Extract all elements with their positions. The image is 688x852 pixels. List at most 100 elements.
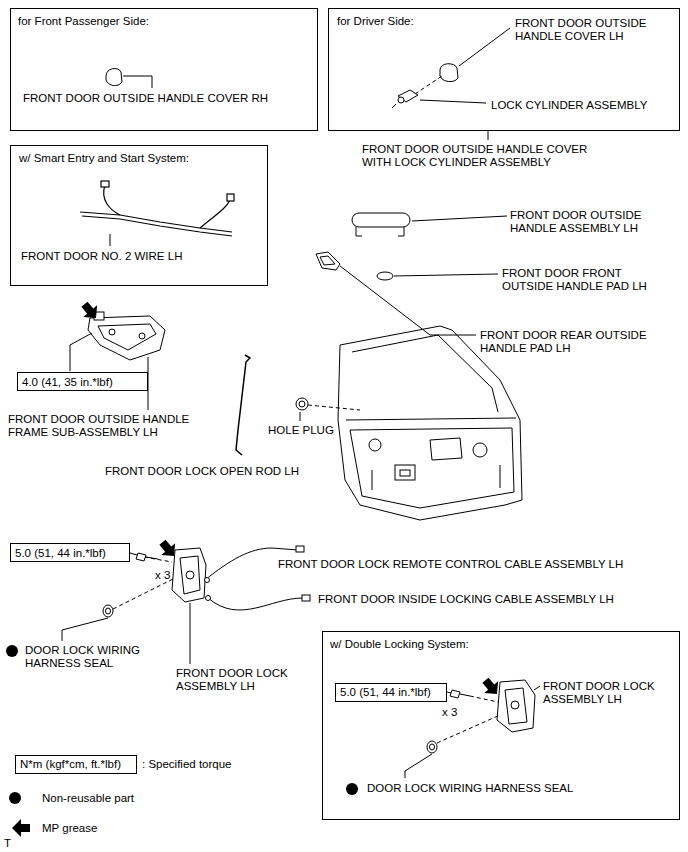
- lock-open-rod: [236, 355, 250, 455]
- handle-cover: [106, 64, 458, 86]
- torque-value: 5.0 (51, 44 in.*lbf): [15, 547, 106, 560]
- harness-seal: [103, 605, 113, 617]
- part-name: LOCK CYLINDER ASSEMBLY: [491, 99, 647, 112]
- hole-plug: [299, 401, 305, 407]
- leader-line: [394, 274, 498, 276]
- panel-heading: w/ Smart Entry and Start System:: [19, 152, 189, 165]
- control-cable: [296, 546, 304, 552]
- door-panel: [369, 439, 381, 451]
- handle-pad: [316, 252, 340, 270]
- part-name: FRONT DOOR NO. 2 WIRE LH: [21, 250, 182, 263]
- lock-cylinder: [392, 90, 418, 108]
- grease-arrow: [479, 674, 504, 699]
- torque-box: 4.0 (41, 35 in.*lbf): [17, 372, 148, 391]
- part-name: DOOR LOCK WIRING HARNESS SEAL: [25, 644, 175, 670]
- door-lock: [180, 556, 200, 594]
- legend-text: Non-reusable part: [42, 792, 134, 805]
- non-reusable-mark: [6, 645, 358, 804]
- outside-handle: [352, 213, 410, 227]
- non-reusable-mark: [9, 792, 21, 804]
- torque-value: 5.0 (51, 44 in.*lbf): [340, 686, 431, 699]
- non-reusable-mark: [346, 783, 358, 795]
- leader-line: [130, 553, 137, 555]
- door-panel: [350, 428, 514, 508]
- grease-arrow: [156, 536, 181, 561]
- leader-line: [447, 692, 451, 693]
- variant-panel: w/ Double Locking System: FRONT DOOR LOCK…: [322, 631, 680, 820]
- handle-frame: [139, 333, 145, 339]
- door-lock: [505, 688, 527, 724]
- door-lock: [186, 571, 194, 579]
- part-name: HOLE PLUG: [268, 424, 334, 437]
- part-name: FRONT DOOR OUTSIDE HANDLE COVER RH: [23, 92, 268, 105]
- lock-open-rod: [236, 355, 250, 455]
- torque-box: 5.0 (51, 44 in.*lbf): [10, 543, 130, 562]
- lock-cylinder: [398, 90, 418, 102]
- handle-pad: [377, 272, 393, 280]
- part-name: FRONT DOOR LOCK ASSEMBLY LH: [543, 680, 668, 706]
- leader-line: [62, 618, 108, 641]
- leader-line: [534, 686, 540, 690]
- dashed-line: [308, 405, 360, 410]
- door-panel: [372, 465, 500, 490]
- screw: [136, 553, 146, 561]
- dashed-line: [415, 76, 442, 94]
- hole-plug: [296, 398, 308, 410]
- door-panel: [338, 326, 522, 520]
- control-cable: [206, 596, 211, 601]
- door-panel: [346, 418, 516, 420]
- part-name: FRONT DOOR OUTSIDE HANDLE ASSEMBLY LH: [510, 209, 670, 235]
- door-panel: [430, 438, 462, 460]
- door-lock: [172, 548, 535, 732]
- part-name: FRONT DOOR FRONT OUTSIDE HANDLE PAD LH: [502, 267, 662, 293]
- part-name: FRONT DOOR OUTSIDE HANDLE COVER WITH LOC…: [362, 143, 612, 169]
- door-panel: [473, 443, 487, 457]
- harness-seal: [106, 608, 111, 614]
- outside-handle: [356, 227, 404, 236]
- part-name: FRONT DOOR REAR OUTSIDE HANDLE PAD LH: [480, 329, 680, 355]
- dashed-line: [470, 696, 498, 702]
- legend-text: : Specified torque: [142, 758, 232, 771]
- screw: [146, 557, 158, 559]
- variant-panel: for Driver Side:FRONT DOOR OUTSIDE HANDL…: [328, 8, 680, 131]
- leader-line: [405, 754, 432, 778]
- handle-frame: [88, 316, 165, 360]
- wire-harness: [104, 185, 120, 215]
- callout-note: T: [4, 837, 11, 850]
- leader-line: [340, 266, 476, 335]
- grease-arrow: [78, 298, 103, 323]
- handle-pad: [316, 252, 393, 280]
- door-lock: [172, 548, 206, 602]
- dashed-line: [144, 557, 172, 562]
- door-panel: [395, 465, 415, 480]
- lock-cylinder: [392, 104, 396, 108]
- dashed-line: [113, 578, 175, 609]
- leader-line: [420, 100, 486, 103]
- door-panel: [338, 326, 522, 520]
- part-name: FRONT DOOR LOCK ASSEMBLY LH: [176, 667, 316, 693]
- callout-note: x 3: [155, 569, 170, 582]
- leader-line: [300, 412, 301, 421]
- legend-text: MP grease: [42, 822, 97, 835]
- hole-plug: [296, 398, 308, 410]
- part-name: FRONT DOOR LOCK OPEN ROD LH: [105, 465, 299, 478]
- wire-harness: [101, 181, 109, 187]
- part-name: x 3: [442, 706, 457, 719]
- handle-cover: [440, 64, 458, 82]
- handle-pad: [320, 256, 335, 265]
- part-name: FRONT DOOR OUTSIDE HANDLE FRAME SUB-ASSE…: [8, 413, 213, 439]
- dashed-line: [113, 76, 500, 743]
- non-reusable-mark: [6, 645, 18, 657]
- leader-line: [110, 234, 111, 246]
- panel-heading: w/ Double Locking System:: [330, 638, 469, 651]
- handle-frame: [98, 324, 156, 350]
- door-panel: [352, 335, 498, 412]
- torque-box: 5.0 (51, 44 in.*lbf): [335, 683, 447, 702]
- torque-value: 4.0 (41, 35 in.*lbf): [22, 376, 113, 389]
- variant-panel: for Front Passenger Side:FRONT DOOR OUTS…: [10, 8, 318, 131]
- screw: [136, 553, 470, 698]
- torque-legend-box: N*m (kgf*cm, ft.*lbf): [15, 755, 137, 774]
- part-name: FRONT DOOR OUTSIDE HANDLE COVER LH: [515, 17, 665, 43]
- control-cable: [302, 595, 310, 601]
